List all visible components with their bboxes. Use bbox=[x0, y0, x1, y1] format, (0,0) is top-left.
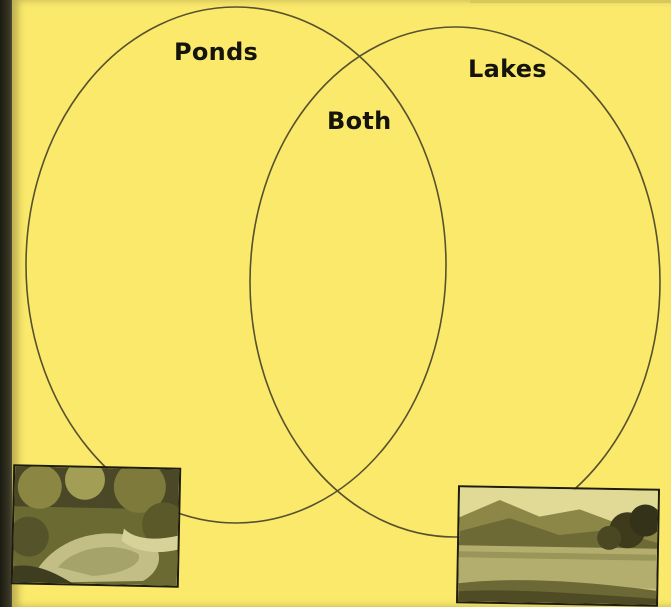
venn-left-label: Ponds bbox=[174, 38, 258, 66]
venn-right-label: Lakes bbox=[468, 55, 547, 83]
lake-image bbox=[458, 487, 658, 604]
venn-left-circle-ponds bbox=[26, 7, 446, 523]
lake-photo bbox=[456, 485, 660, 607]
pond-photo bbox=[11, 464, 181, 587]
venn-overlap-label: Both bbox=[327, 107, 392, 135]
pond-image bbox=[13, 466, 179, 585]
venn-right-circle-lakes bbox=[250, 27, 660, 537]
